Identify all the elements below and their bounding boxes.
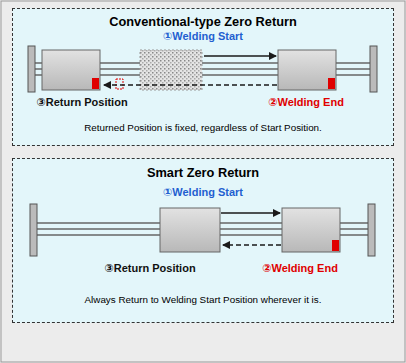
panel-note: Always Return to Welding Start Position … (13, 294, 393, 305)
panel-band: Conventional-type Zero ReturnReturned Po… (12, 8, 394, 146)
panel-band: Smart Zero ReturnAlways Return to Weldin… (12, 158, 394, 323)
panel-note: Returned Position is fixed, regardless o… (13, 122, 393, 133)
step-label: ①Welding Start (163, 30, 243, 42)
step-label: ②Welding End (268, 96, 344, 108)
step-label: ③Return Position (104, 262, 195, 274)
step-label: ②Welding End (262, 262, 338, 274)
conventional-illustration (28, 46, 377, 92)
step-label: ①Welding Start (163, 186, 243, 198)
panel-title: Smart Zero Return (13, 165, 393, 180)
smart-illustration (30, 204, 375, 256)
step-label: ③Return Position (36, 96, 127, 108)
panel-title: Conventional-type Zero Return (13, 14, 393, 29)
